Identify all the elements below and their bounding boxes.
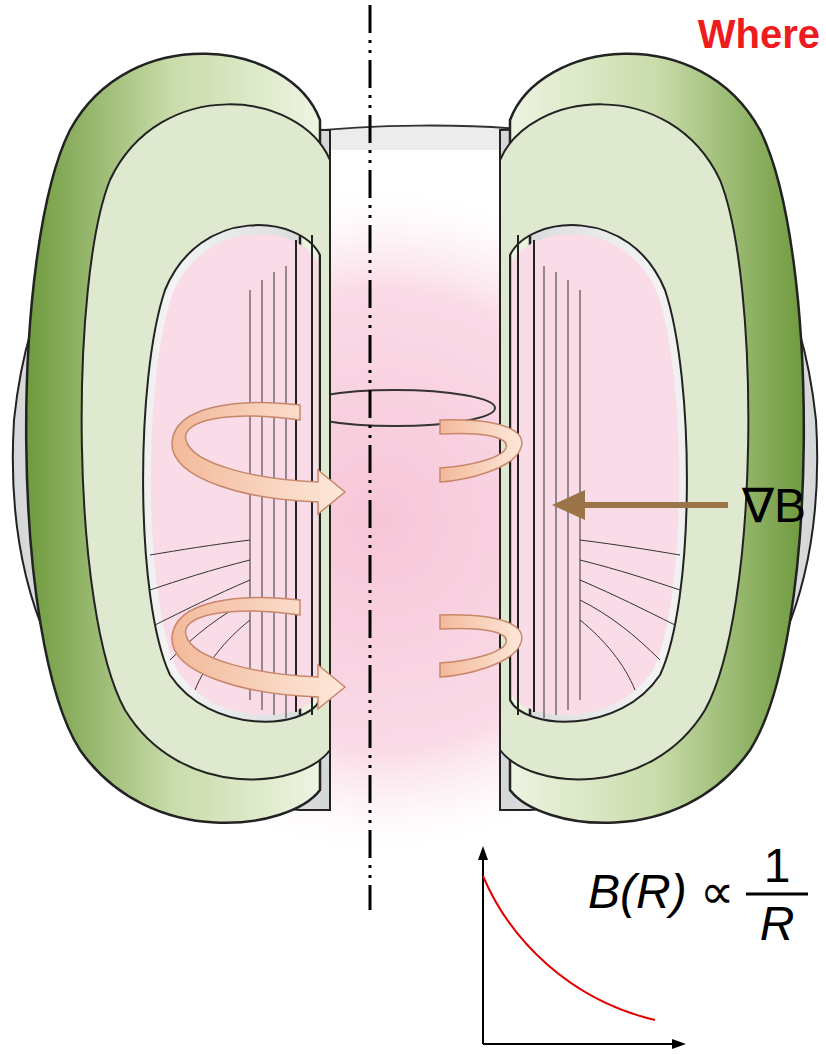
fraction-numerator: 1 [764,842,791,890]
formula-label: B(R) ∝ [588,868,734,916]
gradient-label: ∇B [742,482,806,530]
fraction-denominator: R [760,900,795,948]
heading: Where [698,14,820,54]
